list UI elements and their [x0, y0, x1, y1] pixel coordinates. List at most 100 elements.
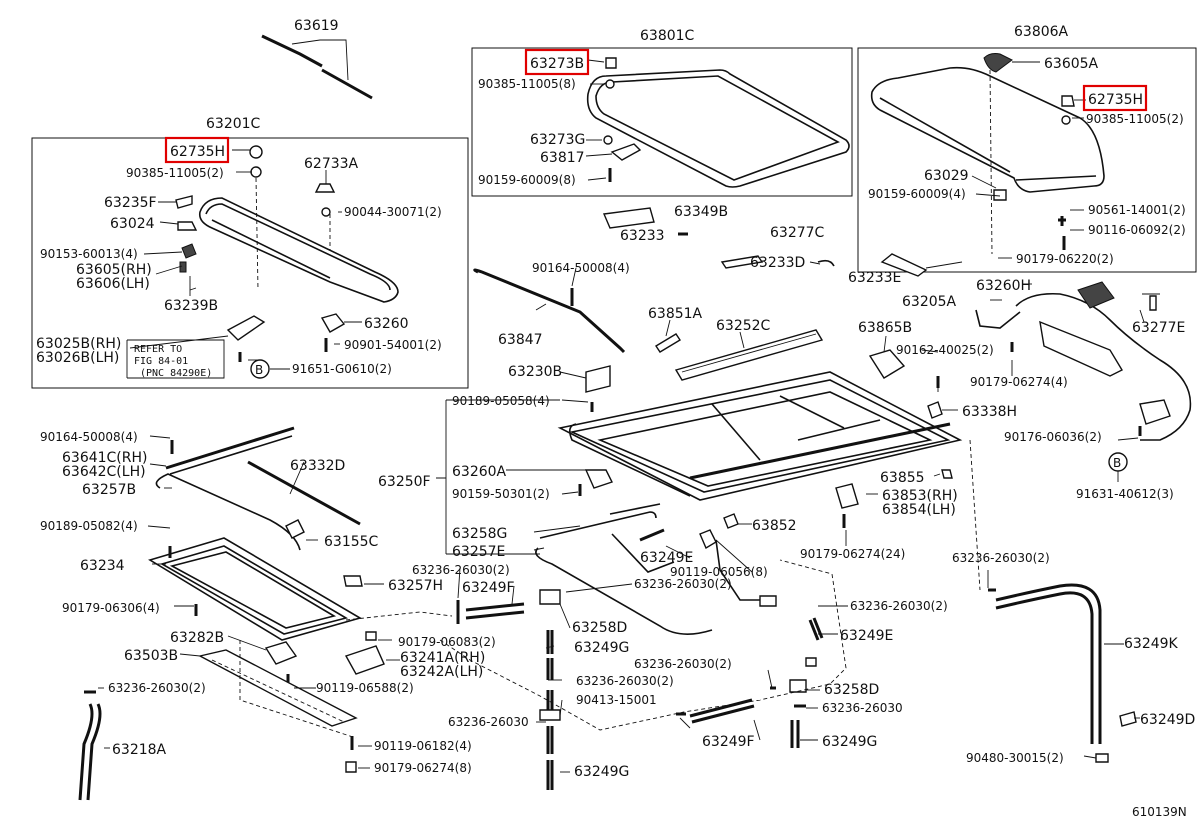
label-90385-11005-left: 90385-11005(2) [126, 166, 224, 180]
sunroof-housing-63250F [557, 371, 963, 550]
label-63273G: 63273G [530, 132, 585, 148]
label-63026B: 63026B(LH) [36, 350, 119, 366]
label-90116-06092: 90116-06092(2) [1088, 223, 1186, 237]
label-63642C: 63642C(LH) [62, 464, 146, 480]
label-63853RH: 63853(RH) [882, 488, 958, 504]
leaders-lower-left [98, 435, 400, 769]
label-63250F: 63250F [378, 474, 431, 490]
label-90189-05058: 90189-05058(4) [452, 394, 550, 408]
label-63249G-c: 63249G [574, 764, 629, 780]
label-90153-60013: 90153-60013(4) [40, 247, 138, 261]
label-63236-26030-d: 63236-26030(2) [850, 599, 948, 613]
label-63273B: 63273B [530, 56, 584, 72]
sunroof-glass-63201C [175, 145, 399, 379]
highlight-63273B [524, 48, 590, 76]
label-63282B: 63282B [170, 630, 224, 646]
label-63338H: 63338H [962, 404, 1017, 420]
label-62733A: 62733A [304, 156, 359, 172]
label-62735H-right: 62735H [1088, 92, 1143, 108]
weatherstrip-63619 [261, 34, 373, 100]
label-63257E: 63257E [452, 544, 505, 560]
label-diagram-id: 610139N [1132, 805, 1187, 819]
label-63252C: 63252C [716, 318, 771, 334]
group-box-63801C [471, 47, 853, 197]
label-90413-15001: 90413-15001 [576, 693, 657, 707]
label-63249G-b: 63249G [822, 734, 877, 750]
label-63249F-bottom: 63249F [702, 734, 755, 750]
label-63236-26030-g: 63236-26030(2) [108, 681, 206, 695]
label-90119-06182: 90119-06182(4) [374, 739, 472, 753]
label-63236-26030-h: 63236-26030 [822, 701, 903, 715]
sunshade-frame-63801C [586, 57, 850, 188]
label-90179-06274-24: 90179-06274(24) [800, 547, 905, 561]
leaders-63801C [585, 59, 613, 181]
label-90179-06083: 90179-06083(2) [398, 635, 496, 649]
label-91631-40612: 91631-40612(3) [1076, 487, 1174, 501]
label-63233: 63233 [620, 228, 665, 244]
label-90480-30015: 90480-30015(2) [966, 751, 1064, 765]
highlight-boxes [164, 48, 1148, 164]
label-90179-06274-8: 90179-06274(8) [374, 761, 472, 775]
label-90044-30071: 90044-30071(2) [344, 205, 442, 219]
label-63852: 63852 [752, 518, 797, 534]
label-63230B: 63230B [508, 364, 562, 380]
label-90179-06220: 90179-06220(2) [1016, 252, 1114, 266]
leaders-63250F [436, 261, 1160, 555]
label-63277E: 63277E [1132, 320, 1185, 336]
label-63619: 63619 [294, 18, 339, 34]
label-90119-06588: 90119-06588(2) [316, 681, 414, 695]
label-63847: 63847 [498, 332, 543, 348]
label-63205A: 63205A [902, 294, 957, 310]
highlight-62735H-right [1082, 84, 1148, 112]
label-63258D-left: 63258D [572, 620, 627, 636]
label-90159-60009-mid: 90159-60009(8) [478, 173, 576, 187]
part-labels: 63619 63201C 62735H 90385-11005(2) 62733… [36, 18, 1195, 819]
label-63249F-top: 63249F [462, 580, 515, 596]
label-63806A: 63806A [1014, 24, 1069, 40]
label-63257B: 63257B [82, 482, 136, 498]
label-63201C: 63201C [206, 116, 261, 132]
label-90176-06036: 90176-06036(2) [1004, 430, 1102, 444]
label-63855: 63855 [880, 470, 925, 486]
label-63236-26030-b: 63236-26030(2) [952, 551, 1050, 565]
label-63233D: 63233D [750, 255, 805, 271]
label-90385-11005-right: 90385-11005(2) [1086, 112, 1184, 126]
label-63332D: 63332D [290, 458, 345, 474]
label-63236-26030-f: 63236-26030(2) [634, 657, 732, 671]
label-63249E-top: 63249E [640, 550, 693, 566]
label-63817: 63817 [540, 150, 585, 166]
label-90164-50008-mid: 90164-50008(4) [532, 261, 630, 275]
label-63851A: 63851A [648, 306, 703, 322]
label-63236-26030-c: 63236-26030(2) [634, 577, 732, 591]
label-63605A: 63605A [1044, 56, 1099, 72]
label-pnc-84290e: (PNC 84290E) [140, 368, 212, 379]
parts-middle-upper [473, 207, 1014, 419]
label-63025B: 63025B(RH) [36, 336, 121, 352]
label-63236-26030-a: 63236-26030(2) [412, 563, 510, 577]
label-63260H: 63260H [976, 278, 1031, 294]
highlight-62735H-left [164, 136, 230, 164]
label-63249D: 63249D [1140, 712, 1195, 728]
label-63605RH: 63605(RH) [76, 262, 152, 278]
label-refer-to: REFER TO [134, 344, 182, 355]
label-63233E: 63233E [848, 270, 901, 286]
label-63641C: 63641C(RH) [62, 450, 148, 466]
label-63260A: 63260A [452, 464, 507, 480]
label-63277C: 63277C [770, 225, 825, 241]
label-63242A: 63242A(LH) [400, 664, 483, 680]
label-90901-54001: 90901-54001(2) [344, 338, 442, 352]
label-63503B: 63503B [124, 648, 178, 664]
leaders-drain-hoses [457, 539, 1140, 773]
label-63239B: 63239B [164, 298, 218, 314]
label-63258D-right: 63258D [824, 682, 879, 698]
label-63349B: 63349B [674, 204, 728, 220]
label-90179-06274-motor: 90179-06274(4) [970, 375, 1068, 389]
label-91651-g0610: 91651-G0610(2) [292, 362, 392, 376]
label-90179-06306: 90179-06306(4) [62, 601, 160, 615]
label-63236-26030-i: 63236-26030 [448, 715, 529, 729]
label-b-left: B [255, 363, 263, 377]
label-90561-14001: 90561-14001(2) [1088, 203, 1186, 217]
label-63854LH: 63854(LH) [882, 502, 956, 518]
